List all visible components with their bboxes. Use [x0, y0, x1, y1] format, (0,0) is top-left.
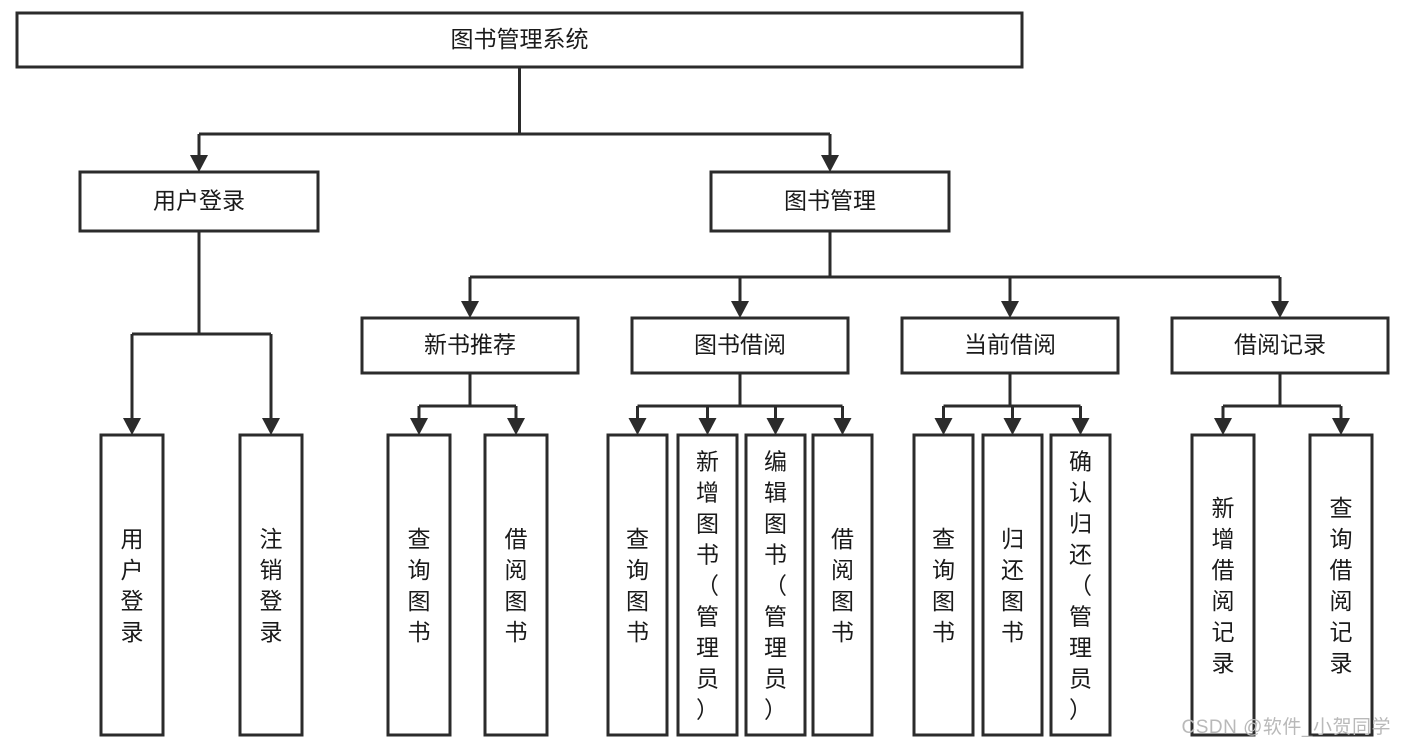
node-edit-book-admin[interactable]: 编辑图书（管理员） — [744, 433, 807, 737]
node-user-login[interactable]: 用户登录 — [78, 170, 320, 233]
node-label: 编辑图书（管理员） — [764, 449, 787, 723]
node-book-manage[interactable]: 图书管理 — [709, 170, 951, 233]
node-box — [238, 433, 304, 737]
book-manage-to-borrow-records-arrow-icon — [1271, 301, 1289, 318]
node-box — [483, 433, 549, 737]
current-borrow-to-query-book-3-arrow-icon — [934, 418, 953, 435]
node-box — [15, 11, 1024, 69]
node-box — [811, 433, 874, 737]
node-label: 借阅图书 — [505, 526, 528, 645]
node-label: 借阅记录 — [1234, 332, 1326, 358]
node-box — [900, 316, 1120, 375]
book-manage-to-book-borrow-arrow-icon — [731, 301, 749, 318]
node-user-logout[interactable]: 注销登录 — [238, 433, 304, 737]
node-label: 查询图书 — [626, 526, 649, 645]
csdn-watermark: CSDN @软件_小贺同学 — [1181, 717, 1391, 738]
node-label: 查询借阅记录 — [1330, 495, 1353, 676]
node-book-borrow[interactable]: 图书借阅 — [630, 316, 850, 375]
node-borrow-book-2[interactable]: 借阅图书 — [811, 433, 874, 737]
node-box — [1308, 433, 1374, 737]
root-to-book-manage-arrow-icon — [821, 155, 839, 172]
node-current-borrow[interactable]: 当前借阅 — [900, 316, 1120, 375]
node-query-book-3[interactable]: 查询图书 — [912, 433, 975, 737]
node-label: 查询图书 — [408, 526, 431, 645]
borrow-records-to-query-borrow-record-arrow-icon — [1332, 418, 1350, 435]
book-manage-to-current-borrow-arrow-icon — [1001, 301, 1019, 318]
node-label: 借阅图书 — [831, 526, 854, 645]
node-label: 归还图书 — [1001, 526, 1024, 645]
user-login-to-user-login-do-arrow-icon — [123, 418, 141, 435]
node-undefined[interactable]: 图书管理系统 — [15, 11, 1024, 69]
node-box — [676, 433, 739, 737]
node-new-book-recommend[interactable]: 新书推荐 — [360, 316, 580, 375]
node-box — [78, 170, 320, 233]
new-book-recommend-to-borrow-book-1-arrow-icon — [507, 418, 525, 435]
node-box — [981, 433, 1044, 737]
book-borrow-to-borrow-book-2-arrow-icon — [833, 418, 852, 435]
new-book-recommend-to-query-book-1-arrow-icon — [410, 418, 428, 435]
node-return-book[interactable]: 归还图书 — [981, 433, 1044, 737]
node-box — [1049, 433, 1112, 737]
node-label: 用户登录 — [121, 526, 144, 645]
node-box — [606, 433, 669, 737]
node-label: 确认归还（管理员） — [1069, 449, 1092, 723]
borrow-records-to-add-borrow-record-arrow-icon — [1214, 418, 1232, 435]
node-label: 新增借阅记录 — [1212, 495, 1235, 676]
book-borrow-to-edit-book-admin-arrow-icon — [766, 418, 785, 435]
book-borrow-to-query-book-2-arrow-icon — [628, 418, 647, 435]
node-query-book-1[interactable]: 查询图书 — [386, 433, 452, 737]
book-borrow-to-add-book-admin-arrow-icon — [698, 418, 717, 435]
node-box — [1190, 433, 1256, 737]
node-confirm-return-admin[interactable]: 确认归还（管理员） — [1049, 433, 1112, 737]
current-borrow-to-return-book-arrow-icon — [1003, 418, 1022, 435]
node-query-book-2[interactable]: 查询图书 — [606, 433, 669, 737]
node-query-borrow-record[interactable]: 查询借阅记录 — [1308, 433, 1374, 737]
node-label: 查询图书 — [932, 526, 955, 645]
user-login-to-user-logout-arrow-icon — [262, 418, 280, 435]
node-label: 注销登录 — [260, 526, 283, 645]
node-label: 新增图书（管理员） — [696, 449, 719, 723]
node-label: 新书推荐 — [424, 332, 516, 358]
node-box — [912, 433, 975, 737]
node-box — [709, 170, 951, 233]
root-to-user-login-arrow-icon — [190, 155, 208, 172]
book-manage-to-new-book-recommend-arrow-icon — [461, 301, 479, 318]
node-label: 用户登录 — [153, 188, 245, 214]
current-borrow-to-confirm-return-admin-arrow-icon — [1071, 418, 1090, 435]
node-borrow-records[interactable]: 借阅记录 — [1170, 316, 1390, 375]
node-user-login-do[interactable]: 用户登录 — [99, 433, 165, 737]
node-box — [630, 316, 850, 375]
node-label: 图书管理 — [784, 188, 876, 214]
node-add-borrow-record[interactable]: 新增借阅记录 — [1190, 433, 1256, 737]
node-box — [386, 433, 452, 737]
node-box — [744, 433, 807, 737]
node-add-book-admin[interactable]: 新增图书（管理员） — [676, 433, 739, 737]
node-borrow-book-1[interactable]: 借阅图书 — [483, 433, 549, 737]
node-label: 图书管理系统 — [451, 26, 589, 52]
node-box — [360, 316, 580, 375]
node-box — [99, 433, 165, 737]
node-label: 图书借阅 — [694, 332, 786, 358]
node-label: 当前借阅 — [964, 332, 1056, 358]
node-box — [1170, 316, 1390, 375]
